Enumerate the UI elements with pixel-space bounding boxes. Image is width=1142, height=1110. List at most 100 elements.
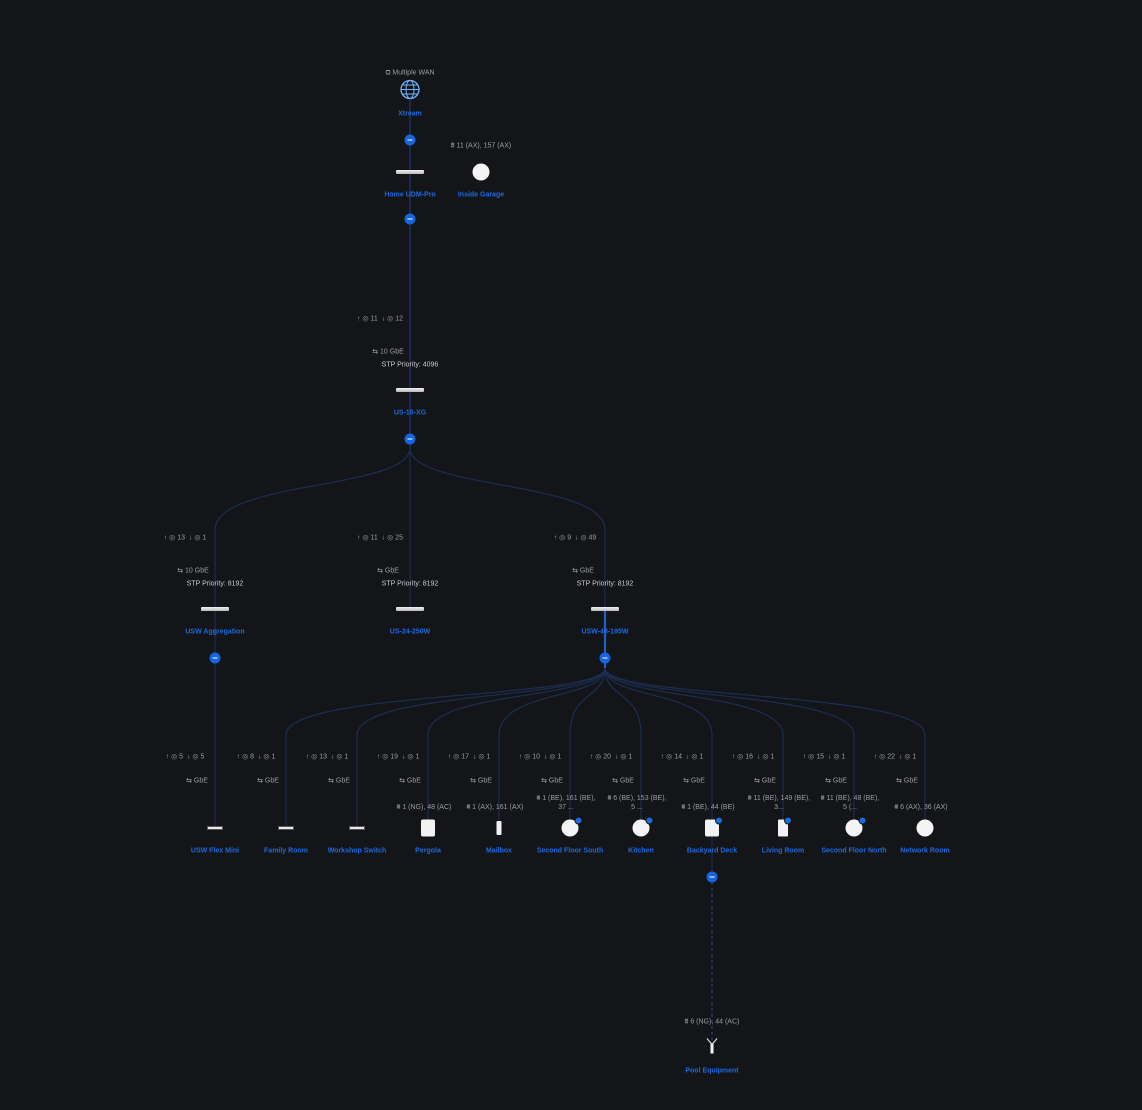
device-name-link[interactable]: Workshop Switch xyxy=(327,847,387,855)
update-badge-icon[interactable] xyxy=(715,816,723,825)
uplink-arrow-icon: ↑ ◎ xyxy=(165,753,180,761)
uplink-arrow-icon: ↑ ◎ xyxy=(305,753,320,761)
device-name-link[interactable]: Kitchen xyxy=(628,847,654,855)
globe-icon[interactable] xyxy=(400,79,420,105)
uplink-speed: ⇆ GbE xyxy=(612,777,634,785)
wifi-channels: ⩩ 6 (NG), 44 (AC) xyxy=(684,1018,740,1026)
mesh-antenna-icon[interactable] xyxy=(705,1037,719,1060)
switch-icon[interactable] xyxy=(591,607,619,611)
collapse-button[interactable] xyxy=(706,871,718,883)
access-point-icon[interactable] xyxy=(472,163,490,181)
uplink-arrow-icon: ↑ ◎ xyxy=(357,315,371,323)
uplink-arrow-icon: ↑ ◎ xyxy=(236,753,251,761)
device-name-link[interactable]: Pool Equipment xyxy=(685,1067,739,1075)
downlink-arrow-icon: ↓ ◎ xyxy=(614,753,629,761)
uplink-arrow-icon: ↑ ◎ xyxy=(447,753,462,761)
link-line xyxy=(214,447,411,609)
slim-ap-icon[interactable] xyxy=(496,821,502,835)
collapse-button[interactable] xyxy=(209,652,221,664)
device-name-link[interactable]: US-16-XG xyxy=(393,409,427,417)
wifi-channels: ⩩ 6 (AX), 36 (AX) xyxy=(894,804,948,811)
device-name-link[interactable]: Mailbox xyxy=(485,847,513,855)
uplink-arrow-icon: ↑ ◎ xyxy=(660,753,675,761)
mini-switch-icon[interactable] xyxy=(207,826,223,830)
gateway-icon[interactable] xyxy=(396,170,424,174)
link-icon: ⇆ xyxy=(328,777,336,785)
link-line xyxy=(498,667,606,828)
stp-priority: STP Priority: 4096 xyxy=(381,361,439,369)
link-icon: ⇆ xyxy=(825,777,833,785)
update-badge-icon[interactable] xyxy=(858,816,867,825)
device-name-link[interactable]: USW-48-195W xyxy=(581,628,629,636)
uplink-arrow-icon: ↑ ◎ xyxy=(802,753,817,761)
collapse-button[interactable] xyxy=(404,433,416,445)
switch-icon[interactable] xyxy=(201,607,229,611)
device-name-link[interactable]: Pergola xyxy=(415,847,441,855)
access-point-icon[interactable] xyxy=(561,816,583,837)
downlink-arrow-icon: ↓ ◎ xyxy=(827,753,842,761)
device-name-link[interactable]: Family Room xyxy=(264,847,308,855)
device-name-link[interactable]: Network Room xyxy=(900,847,950,855)
device-name-link[interactable]: Second Floor South xyxy=(536,847,604,855)
update-badge-icon[interactable] xyxy=(645,816,654,825)
wall-ap-icon[interactable] xyxy=(778,816,792,837)
device-name-link[interactable]: Backyard Deck xyxy=(686,847,738,855)
device-name-link[interactable]: Inside Garage xyxy=(457,191,505,199)
device-name-link[interactable]: Xtream xyxy=(398,110,422,118)
mini-switch-icon[interactable] xyxy=(349,826,365,830)
uplink-speed: ⇆ 10 GbE xyxy=(177,567,209,575)
link-line xyxy=(604,667,713,828)
wifi-channels: ⩩ 11 (AX), 157 (AX) xyxy=(450,142,512,150)
uplink-speed: ⇆ GbE xyxy=(399,777,421,785)
uplink-speed: ⇆ GbE xyxy=(470,777,492,785)
device-name-link[interactable]: USW Flex Mini xyxy=(190,847,240,855)
device-name-link[interactable]: Second Floor North xyxy=(821,847,887,855)
access-point-icon[interactable] xyxy=(845,816,867,837)
wifi-icon: ⩩ xyxy=(466,804,473,811)
device-name-link[interactable]: Living Room xyxy=(761,847,805,855)
uplink-speed: ⇆ GbE xyxy=(186,777,208,785)
link-icon: ⇆ xyxy=(683,777,691,785)
link-icon: ⇆ xyxy=(177,567,186,575)
device-name-link[interactable]: USW Aggregation xyxy=(185,628,245,636)
downlink-arrow-icon: ↓ ◎ xyxy=(756,753,771,761)
downlink-arrow-icon: ↓ ◎ xyxy=(330,753,345,761)
device-name-link[interactable]: US-24-250W xyxy=(389,628,431,636)
access-point-icon[interactable] xyxy=(632,816,654,837)
switch-icon[interactable] xyxy=(396,388,424,392)
link-icon: ⇆ xyxy=(399,777,407,785)
link-icon: ⇆ xyxy=(257,777,265,785)
uplink-arrow-icon: ↑ ◎ xyxy=(553,534,568,542)
wan-label: ⧉ Multiple WAN xyxy=(385,69,435,77)
outdoor-ap-icon[interactable] xyxy=(705,816,723,837)
switch-icon[interactable] xyxy=(396,607,424,611)
wifi-icon: ⩩ xyxy=(820,795,827,802)
client-counts: ↑ ◎ 10 ↓ ◎ 1 xyxy=(518,753,562,761)
uplink-speed: ⇆ GbE xyxy=(328,777,350,785)
link-line xyxy=(604,667,855,828)
link-line xyxy=(409,447,606,609)
downlink-arrow-icon: ↓ ◎ xyxy=(401,753,416,761)
wifi-channels: ⩩ 11 (BE), 48 (BE), 5 (... xyxy=(820,795,880,811)
update-badge-icon[interactable] xyxy=(784,816,792,825)
link-icon: ⇆ xyxy=(572,567,580,575)
link-icon: ⇆ xyxy=(377,567,385,575)
collapse-button[interactable] xyxy=(404,134,416,146)
downlink-arrow-icon: ↓ ◎ xyxy=(685,753,700,761)
link-icon: ⇆ xyxy=(372,348,381,356)
access-point-icon[interactable] xyxy=(916,819,934,837)
update-badge-icon[interactable] xyxy=(574,816,583,825)
uplink-arrow-icon: ↑ ◎ xyxy=(163,534,178,542)
client-counts: ↑ ◎ 19 ↓ ◎ 1 xyxy=(376,753,420,761)
wifi-icon: ⩩ xyxy=(747,795,754,802)
collapse-button[interactable] xyxy=(404,213,416,225)
outdoor-ap-icon[interactable] xyxy=(421,819,435,837)
uplink-arrow-icon: ↑ ◎ xyxy=(518,753,533,761)
client-counts: ↑ ◎ 8 ↓ ◎ 1 xyxy=(236,753,276,761)
client-counts: ↑ ◎ 17 ↓ ◎ 1 xyxy=(447,753,491,761)
device-name-link[interactable]: Home UDM-Pro xyxy=(384,191,436,199)
client-counts: ↑ ◎ 11 ↓ ◎ 12 xyxy=(357,315,403,323)
collapse-button[interactable] xyxy=(599,652,611,664)
mini-switch-icon[interactable] xyxy=(278,826,294,830)
link-icon: ⇆ xyxy=(896,777,904,785)
